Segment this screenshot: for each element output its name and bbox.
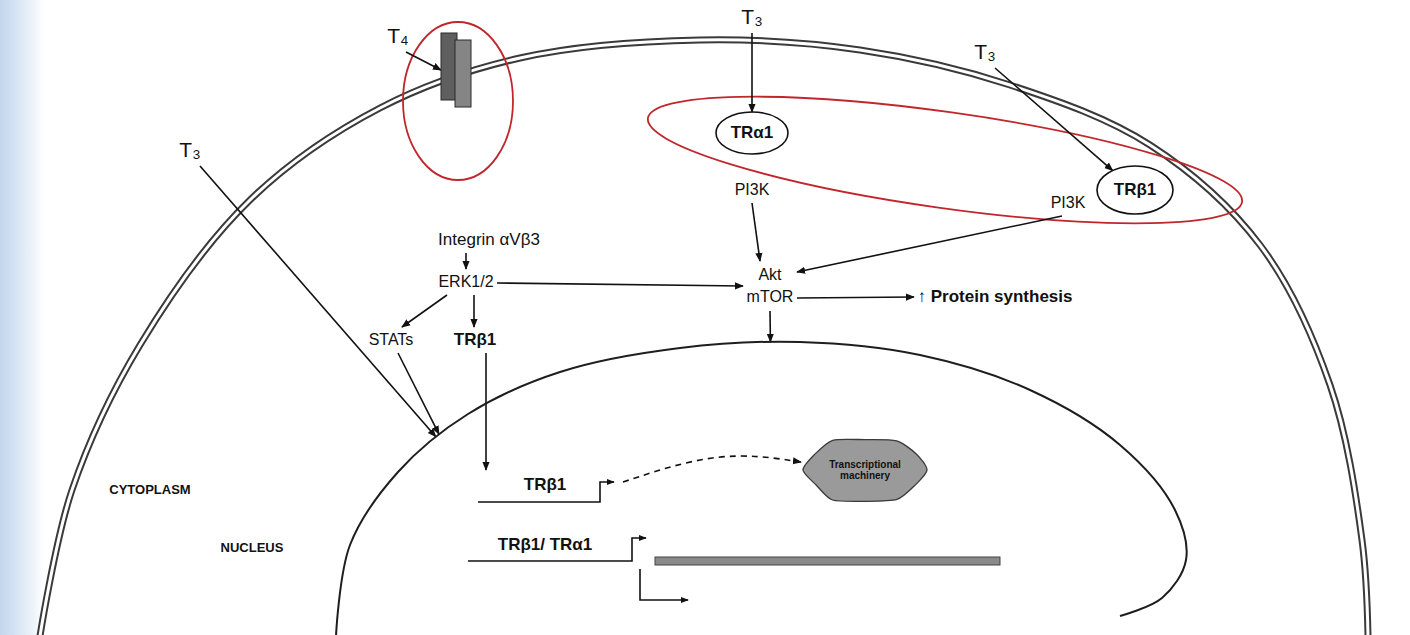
node-text: STATs <box>369 331 414 349</box>
hormone-label: T₃ <box>971 36 999 68</box>
receptor-circle: TRα1PI3K <box>715 111 789 203</box>
signal-arrow <box>473 295 475 327</box>
signal-arrow <box>485 353 487 470</box>
signal-arrow <box>995 68 1113 171</box>
region-label: CYTOPLASM <box>109 483 190 498</box>
node-text: PI3K <box>735 181 770 199</box>
integrin-receptor: Integrin αVβ3 <box>435 33 543 253</box>
effect-label: ↑ Protein synthesis <box>914 284 1076 310</box>
hormone-label: T₃ <box>176 134 204 166</box>
cell-membrane-gap <box>40 40 1368 635</box>
hormone-label: T₄ <box>384 20 412 52</box>
kinase-label: ERK1/2 <box>435 269 497 295</box>
node-text: ERK1/2 <box>438 273 493 291</box>
kinase-label: Akt mTOR <box>743 261 797 311</box>
transcription-arrow <box>640 569 688 600</box>
gene: TRβ1 <box>478 470 623 506</box>
signal-arrow <box>406 52 441 70</box>
node-text: TRβ1 <box>1114 180 1157 200</box>
node-text: ↑ Protein synthesis <box>918 287 1073 307</box>
signal-arrow <box>797 297 914 298</box>
node-text: T₃ <box>974 40 995 64</box>
receptor-label: TRβ1 <box>450 327 500 353</box>
node-text: T₄ <box>387 24 408 48</box>
node-text: T₃ <box>741 5 762 29</box>
signal-arrow <box>497 283 743 286</box>
node-outline <box>200 336 1200 635</box>
node-text: Akt mTOR <box>747 264 794 307</box>
signal-arrow <box>797 216 1062 272</box>
signal-arrow <box>751 33 753 112</box>
node-outline <box>435 33 543 253</box>
node-text: TRα1 <box>731 123 774 143</box>
hormone-label: T₃ <box>738 1 766 33</box>
nucleus: NUCLEUS TRβ1TRβ1/ TRα1 Transcriptional mac… <box>200 336 1200 635</box>
machinery-blob <box>803 439 927 501</box>
signal-arrow <box>769 311 771 342</box>
receptor-outline <box>716 112 788 154</box>
node-text: Integrin αVβ3 <box>438 230 540 250</box>
signal-arrow <box>465 253 467 269</box>
receptor-circle: TRβ1PI3K <box>1047 165 1174 216</box>
signal-arrow <box>200 166 436 437</box>
node-text: PI3K <box>1051 194 1086 212</box>
transcription-machinery: Transcriptional machinery <box>801 435 929 505</box>
signal-arrow <box>623 456 801 482</box>
dna-strand <box>655 557 1000 565</box>
signal-arrow <box>398 353 439 434</box>
receptor-outline <box>1097 166 1173 214</box>
gene: TRβ1/ TRα1 <box>468 530 653 566</box>
node-text: TRβ1 <box>524 475 567 495</box>
node-text: TRβ1 <box>454 330 497 350</box>
signal-arrow <box>402 295 447 327</box>
node-text: TRβ1/ TRα1 <box>498 535 593 555</box>
signal-arrow <box>752 203 760 261</box>
factor-label: STATs <box>365 327 417 353</box>
integrin-subunit <box>455 40 471 107</box>
node-text: NUCLEUS <box>221 541 284 556</box>
highlight-ring <box>641 71 1249 250</box>
node-text: T₃ <box>179 138 200 162</box>
cell-membrane <box>40 40 1368 635</box>
nuclear-envelope <box>336 342 1187 635</box>
highlight-ring <box>403 22 513 180</box>
node-text: Transcriptional machinery <box>829 459 901 481</box>
